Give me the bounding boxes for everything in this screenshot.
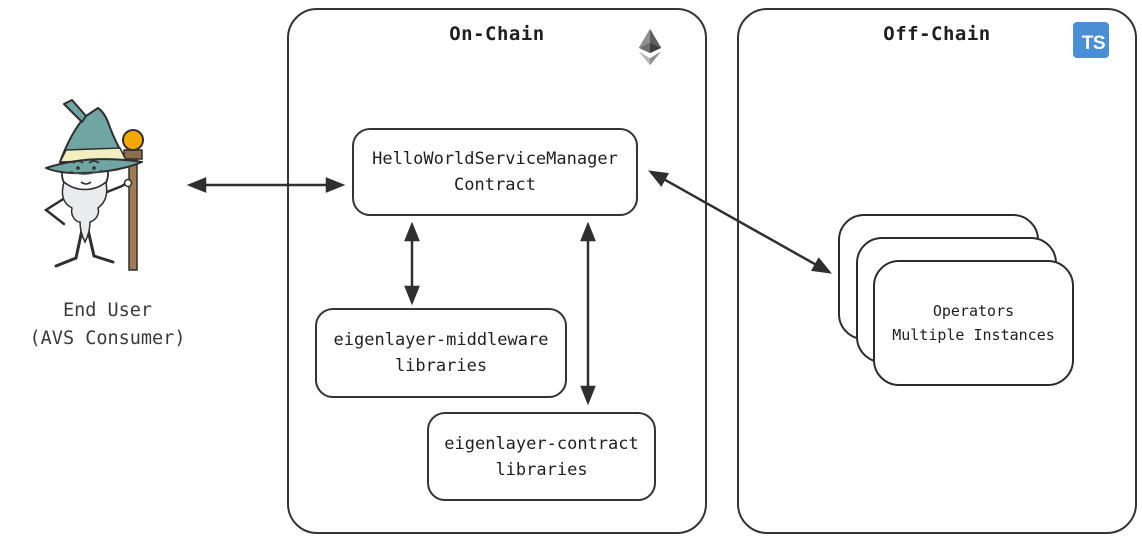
end-user-line1: End User [62,300,153,321]
ethereum-icon [638,28,662,66]
service-manager-line1: HelloWorldServiceManager [372,149,618,169]
operators-line2: Multiple Instances [892,326,1055,344]
service-manager-line2: Contract [454,175,536,195]
middleware-line1: eigenlayer-middleware [333,330,549,350]
wizard-icon [43,99,144,271]
contract-libraries-node: eigenlayer-contract libraries [427,412,656,501]
contract-libraries-line1: eigenlayer-contract [444,433,639,454]
typescript-icon-label: TS [1081,33,1106,54]
operators-node: Operators Multiple Instances [873,260,1074,386]
off-chain-title: Off-Chain [883,23,991,45]
typescript-icon: TS [1073,22,1109,58]
on-chain-title: On-Chain [449,23,545,45]
middleware-line2: libraries [394,356,488,376]
end-user-line2: (AVS Consumer) [29,328,186,349]
operators-line1: Operators [932,302,1015,320]
service-manager-node: HelloWorldServiceManager Contract [352,128,638,216]
off-chain-container: Off-Chain [737,8,1137,534]
end-user-label: End User (AVS Consumer) [10,297,205,353]
contract-libraries-line2: libraries [495,459,588,480]
middleware-libraries-node: eigenlayer-middleware libraries [315,308,567,398]
